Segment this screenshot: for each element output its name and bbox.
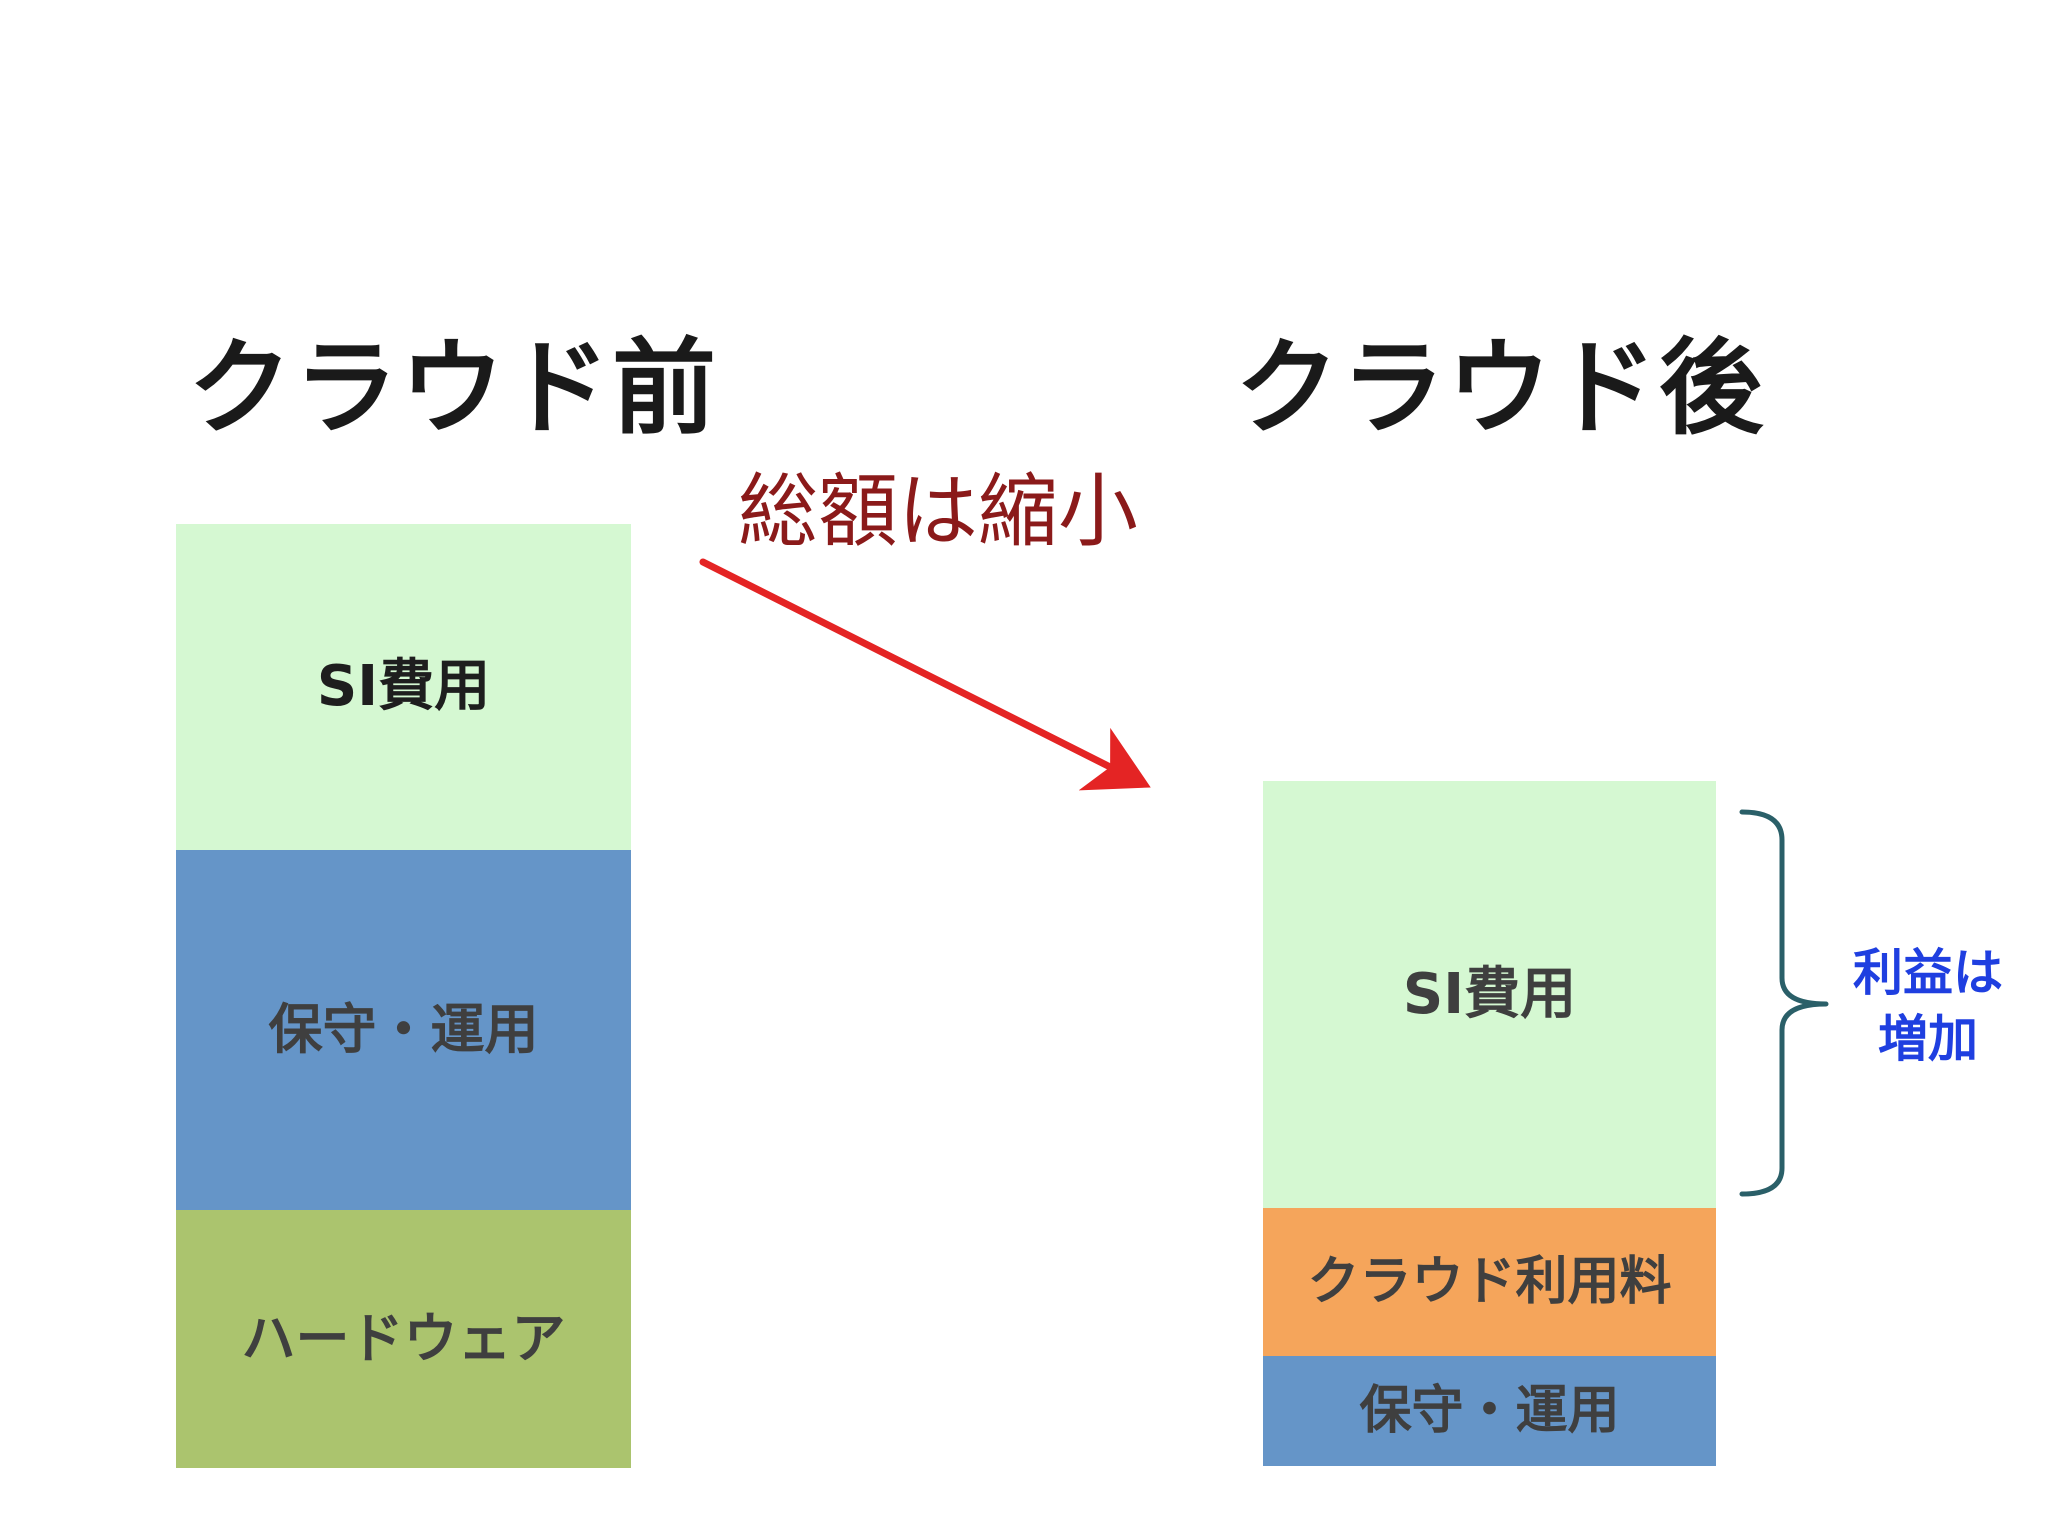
after-maintenance-label: 保守・運用 xyxy=(1359,1381,1620,1441)
heading-before-cloud: クラウド前 xyxy=(188,327,719,449)
after-cloud-fee-block: クラウド利用料 xyxy=(1263,1208,1716,1356)
after-maintenance-block: 保守・運用 xyxy=(1263,1356,1716,1466)
before-maintenance-label: 保守・運用 xyxy=(268,998,539,1061)
shrink-arrow xyxy=(699,558,1151,791)
before-hardware-block: ハードウェア xyxy=(176,1210,631,1468)
total-shrinks-note: 総額は縮小 xyxy=(738,465,1138,558)
after-cloud-fee-label: クラウド利用料 xyxy=(1307,1252,1672,1312)
before-si-cost-block: SI費用 xyxy=(176,524,631,850)
heading-after-cloud: クラウド後 xyxy=(1235,327,1766,449)
before-maintenance-block: 保守・運用 xyxy=(176,850,631,1210)
after-si-cost-block: SI費用 xyxy=(1263,781,1716,1208)
profit-note-line-1: 利益は xyxy=(1853,944,2003,1002)
before-hardware-label: ハードウェア xyxy=(241,1307,566,1370)
after-si-cost-label: SI費用 xyxy=(1402,961,1577,1027)
before-si-cost-label: SI費用 xyxy=(316,654,491,719)
profit-brace-icon xyxy=(1739,809,1829,1197)
profit-increases-note: 利益は 増加 xyxy=(1828,940,2028,1072)
profit-note-line-2: 増加 xyxy=(1878,1010,1978,1068)
